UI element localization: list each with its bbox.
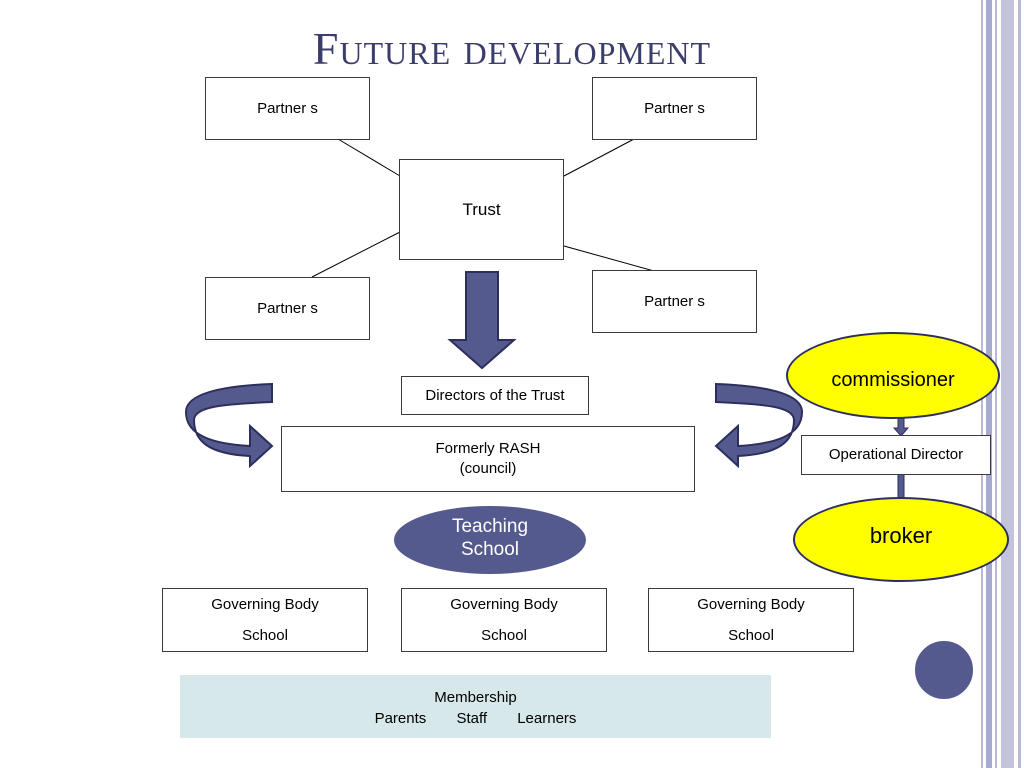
partner-box: Partner s <box>592 77 757 140</box>
partner-label: Partner s <box>257 299 318 317</box>
teaching-school-line2: School <box>460 539 520 560</box>
partner-label: Partner s <box>644 99 705 117</box>
slide-title: Future development <box>312 23 712 74</box>
operational-director-box: Operational Director <box>801 435 991 475</box>
connector-line <box>311 231 401 278</box>
down-arrow-icon <box>447 271 517 370</box>
connector-line <box>563 138 635 177</box>
membership-items: Parents Staff Learners <box>180 708 771 729</box>
curved-arrow-right-icon <box>714 382 804 469</box>
rash-box: Formerly RASH (council) <box>281 426 695 492</box>
membership-item-learners: Learners <box>517 710 577 727</box>
operational-director-label: Operational Director <box>828 446 964 463</box>
curved-arrow-left-icon <box>184 382 274 469</box>
commissioner-ellipse: commissioner <box>786 332 1000 419</box>
teaching-school-line1: Teaching <box>451 516 529 537</box>
membership-item-parents: Parents <box>374 710 427 727</box>
partner-label: Partner s <box>644 292 705 310</box>
rash-line1: Formerly RASH <box>435 440 541 457</box>
decorative-circle <box>913 639 975 701</box>
governing-body-label: Governing Body <box>211 596 319 613</box>
governing-body-label: Governing Body <box>697 596 805 613</box>
teaching-school-ellipse: Teaching School <box>394 506 586 574</box>
membership-item-staff: Staff <box>456 710 488 727</box>
governing-body-label: Governing Body <box>450 596 558 613</box>
rash-line2: (council) <box>459 460 517 477</box>
governing-body-box: Governing Body School <box>648 588 854 652</box>
broker-ellipse: broker <box>793 497 1009 582</box>
connector-line <box>563 245 655 272</box>
partner-box: Partner s <box>592 270 757 333</box>
governing-body-box: Governing Body School <box>162 588 368 652</box>
partner-box: Partner s <box>205 277 370 340</box>
governing-body-box: Governing Body School <box>401 588 607 652</box>
trust-label: Trust <box>462 199 501 219</box>
partner-label: Partner s <box>257 99 318 117</box>
trust-box: Trust <box>399 159 564 260</box>
commissioner-label: commissioner <box>831 369 955 391</box>
school-label: School <box>242 627 288 644</box>
connector-line <box>337 138 401 177</box>
broker-label: broker <box>869 523 933 548</box>
school-label: School <box>481 627 527 644</box>
school-label: School <box>728 627 774 644</box>
membership-panel: Membership Parents Staff Learners <box>180 675 771 738</box>
directors-label: Directors of the Trust <box>425 386 565 404</box>
directors-box: Directors of the Trust <box>401 376 589 415</box>
partner-box: Partner s <box>205 77 370 140</box>
membership-title: Membership <box>434 689 517 706</box>
